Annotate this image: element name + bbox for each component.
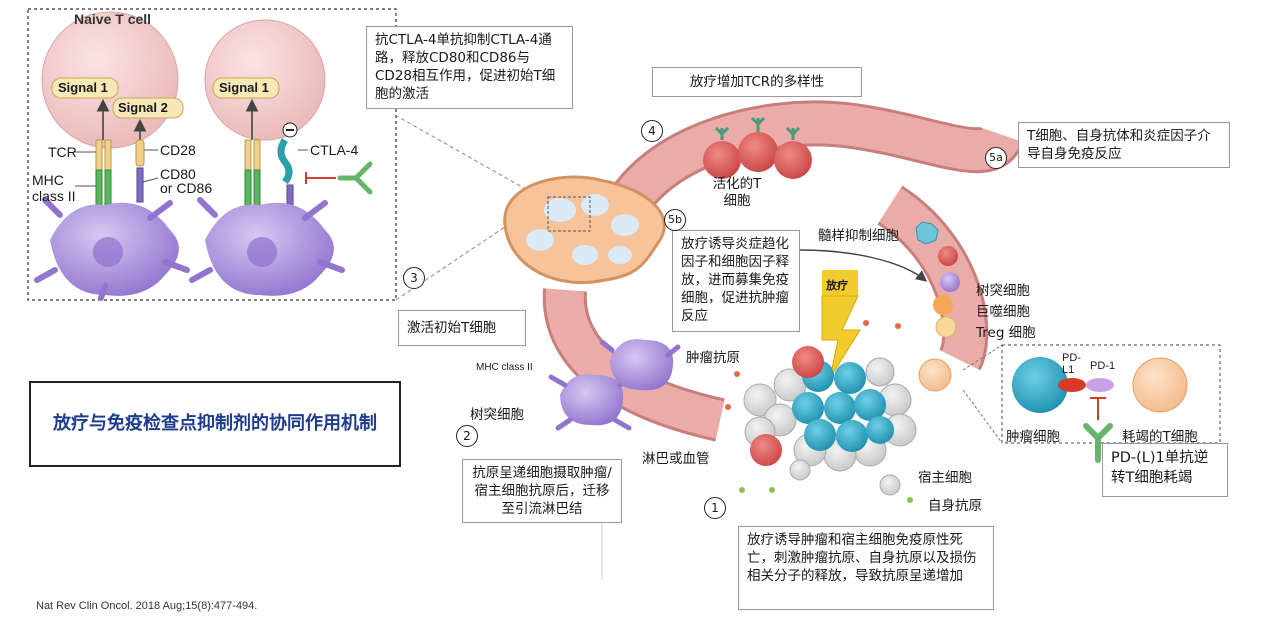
step-5b: 5b xyxy=(664,209,686,231)
cd28-label: CD28 xyxy=(160,142,196,158)
label-dendritic: 树突细胞 xyxy=(976,283,1030,299)
label-tumor-cell: 肿瘤细胞 xyxy=(1006,429,1060,445)
label-activated-t: 活化的T细胞 xyxy=(712,176,762,209)
signal2-box xyxy=(112,97,184,119)
tumor-mass xyxy=(743,357,917,472)
ctla4-label: CTLA-4 xyxy=(310,142,359,158)
label-mhc-class2: MHC class II xyxy=(476,362,533,373)
step-1: 1 xyxy=(704,497,726,519)
label-treg: Treg 细胞 xyxy=(976,325,1036,341)
callout-pdl1-mab: PD-(L)1单抗逆转T细胞耗竭 xyxy=(1102,443,1228,497)
signal1-box-left xyxy=(51,77,119,99)
label-host-cell: 宿主细胞 xyxy=(918,470,972,486)
step-5a: 5a xyxy=(985,147,1007,169)
t-cell-tumor-top xyxy=(792,346,824,378)
label-dendritic-left: 树突细胞 xyxy=(470,407,524,423)
dendritic-cell-inset-left xyxy=(34,197,190,301)
callout-immunogenic-death: 放疗诱导肿瘤和宿主细胞免疫原性死亡，刺激肿瘤抗原、自身抗原以及损伤相关分子的释放… xyxy=(738,526,994,610)
pd1-antibody xyxy=(1083,423,1113,463)
t-cell-tumor-bottom xyxy=(750,434,782,466)
signal2-label: Signal 2 xyxy=(118,100,168,115)
dendritic-cell-vessel-top xyxy=(599,339,681,391)
label-tumor-antigen: 肿瘤抗原 xyxy=(686,350,740,366)
macrophage-cell xyxy=(933,295,953,315)
pd1-molecule xyxy=(1086,378,1114,392)
label-macrophage: 巨噬细胞 xyxy=(976,304,1030,320)
page-title: 放疗与免疫检查点抑制剂的协同作用机制 xyxy=(53,413,377,434)
mdsc-cell xyxy=(915,221,939,245)
treg-cell xyxy=(935,316,957,338)
step-3: 3 xyxy=(403,267,425,289)
label-pdl1: PD-L1 xyxy=(1062,352,1081,376)
mhc-label-line1: MHC xyxy=(32,172,64,188)
callout-tcr-diversity: 放疗增加TCR的多样性 xyxy=(652,67,862,97)
dendritic-cell-small xyxy=(940,272,960,292)
radiation-bolt xyxy=(821,270,861,379)
label-radiation: 放疗 xyxy=(826,279,848,292)
cd80-label-line1: CD80 xyxy=(160,166,196,182)
inset-title: Naive T cell xyxy=(74,11,152,27)
exhausted-t-near-tumor xyxy=(918,358,952,392)
cd80-label-line2: or CD86 xyxy=(160,180,213,196)
callout-activate-naive: 激活初始T细胞 xyxy=(398,310,526,346)
callout-inflammation: 放疗诱导炎症趋化因子和细胞因子释放，进而募集免疫细胞，促进抗肿瘤反应 xyxy=(672,230,800,332)
label-mdsc: 髓样抑制细胞 xyxy=(818,228,899,244)
label-exhausted-t: 耗竭的T细胞 xyxy=(1122,429,1198,445)
inset-frame xyxy=(27,8,397,301)
tcr-label: TCR xyxy=(48,144,77,160)
step-2: 2 xyxy=(456,425,478,447)
pd1-inset-frame xyxy=(1001,344,1221,444)
step-4: 4 xyxy=(641,120,663,142)
callout-autoimmune: T细胞、自身抗体和炎症因子介导自身免疫反应 xyxy=(1018,122,1230,168)
callout-ctla4: 抗CTLA-4单抗抑制CTLA-4通路，释放CD80和CD86与CD28相互作用… xyxy=(366,26,573,109)
signal1-label-left: Signal 1 xyxy=(58,80,108,95)
dendritic-cell-inset-right xyxy=(189,197,345,296)
signal1-label-right: Signal 1 xyxy=(219,80,269,95)
lymph-node xyxy=(503,175,666,285)
anti-ctla4-antibody xyxy=(305,161,373,195)
callout-apc-migrate: 抗原呈递细胞摄取肿瘤/宿主细胞抗原后，迁移至引流淋巴结 xyxy=(462,459,622,523)
pdl1-molecule xyxy=(1058,378,1086,392)
label-self-antigen: 自身抗原 xyxy=(928,498,982,514)
mhc-label-line2: class II xyxy=(32,188,76,204)
citation: Nat Rev Clin Oncol. 2018 Aug;15(8):477-4… xyxy=(36,600,258,612)
exhausted-t-cell-pd xyxy=(1132,357,1188,413)
t-cell-small xyxy=(938,246,958,266)
signal1-box-right xyxy=(212,77,280,99)
activated-t-cells xyxy=(703,116,812,179)
title-box: 放疗与免疫检查点抑制剂的协同作用机制 xyxy=(29,381,401,467)
label-pd1: PD-1 xyxy=(1090,360,1116,372)
label-lymph-vessel: 淋巴或血管 xyxy=(642,451,710,467)
tumor-cell-pd xyxy=(1012,357,1068,413)
